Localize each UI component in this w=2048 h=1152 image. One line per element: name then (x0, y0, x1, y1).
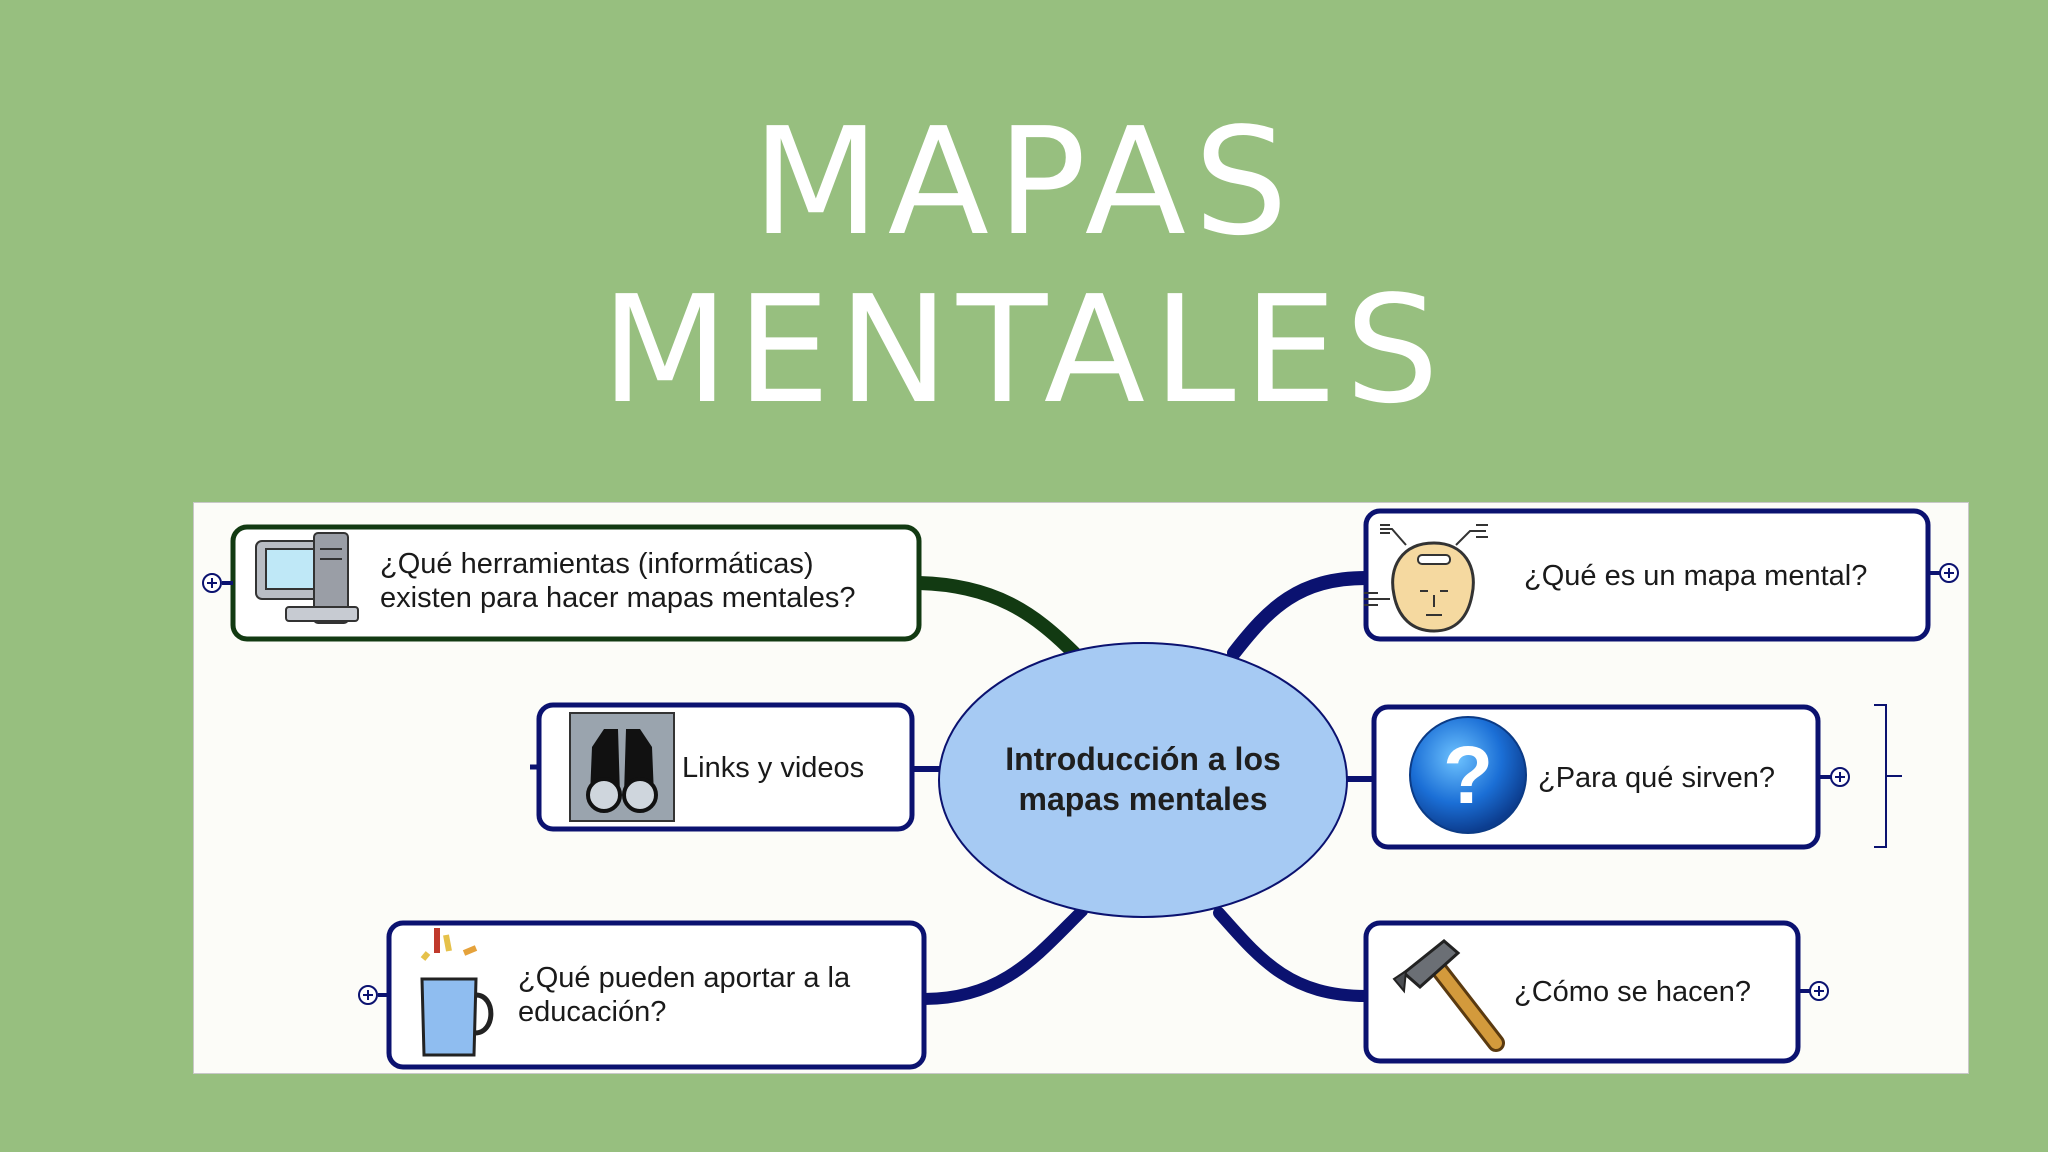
expand-how-icon[interactable] (1809, 981, 1829, 1001)
hammer-icon (1392, 939, 1505, 1052)
expand-what-icon[interactable] (1939, 563, 1959, 583)
connector-tools (912, 576, 1081, 660)
node-how-text: ¿Cómo se hacen? (1514, 976, 1751, 1008)
node-education-text: ¿Qué pueden aportar a la educación? (518, 962, 851, 1028)
center-node-text: Introducción a los mapas mentales (1005, 741, 1281, 817)
expand-tools-icon[interactable] (202, 573, 222, 593)
question-icon: ? (1409, 716, 1527, 834)
node-what-text: ¿Qué es un mapa mental? (1524, 560, 1868, 592)
computer-icon (255, 532, 359, 624)
mindmap-diagram: ? ¿Qué herramientas (informáticas) exist… (193, 502, 1969, 1074)
head-icon (1364, 524, 1488, 633)
node-tools-text: ¿Qué herramientas (informáticas) existen… (380, 548, 856, 614)
title-line-1: MAPAS (752, 96, 1296, 268)
center-node[interactable] (938, 642, 1348, 918)
title-line-2: MENTALES (601, 264, 1447, 436)
mindmap-canvas: ? (202, 508, 1959, 1070)
node-links-text: Links y videos (682, 752, 865, 784)
connector-education (918, 905, 1088, 1005)
purpose-bracket (1874, 704, 1902, 848)
connector-how (1213, 907, 1372, 1002)
expand-education-icon[interactable] (358, 985, 378, 1005)
svg-text:?: ? (1443, 730, 1493, 821)
expand-purpose-icon[interactable] (1830, 767, 1850, 787)
binoculars-icon (569, 712, 675, 822)
connector-what (1227, 571, 1373, 660)
node-purpose-text: ¿Para qué sirven? (1538, 762, 1775, 794)
pencil-cup-icon (420, 928, 494, 1057)
